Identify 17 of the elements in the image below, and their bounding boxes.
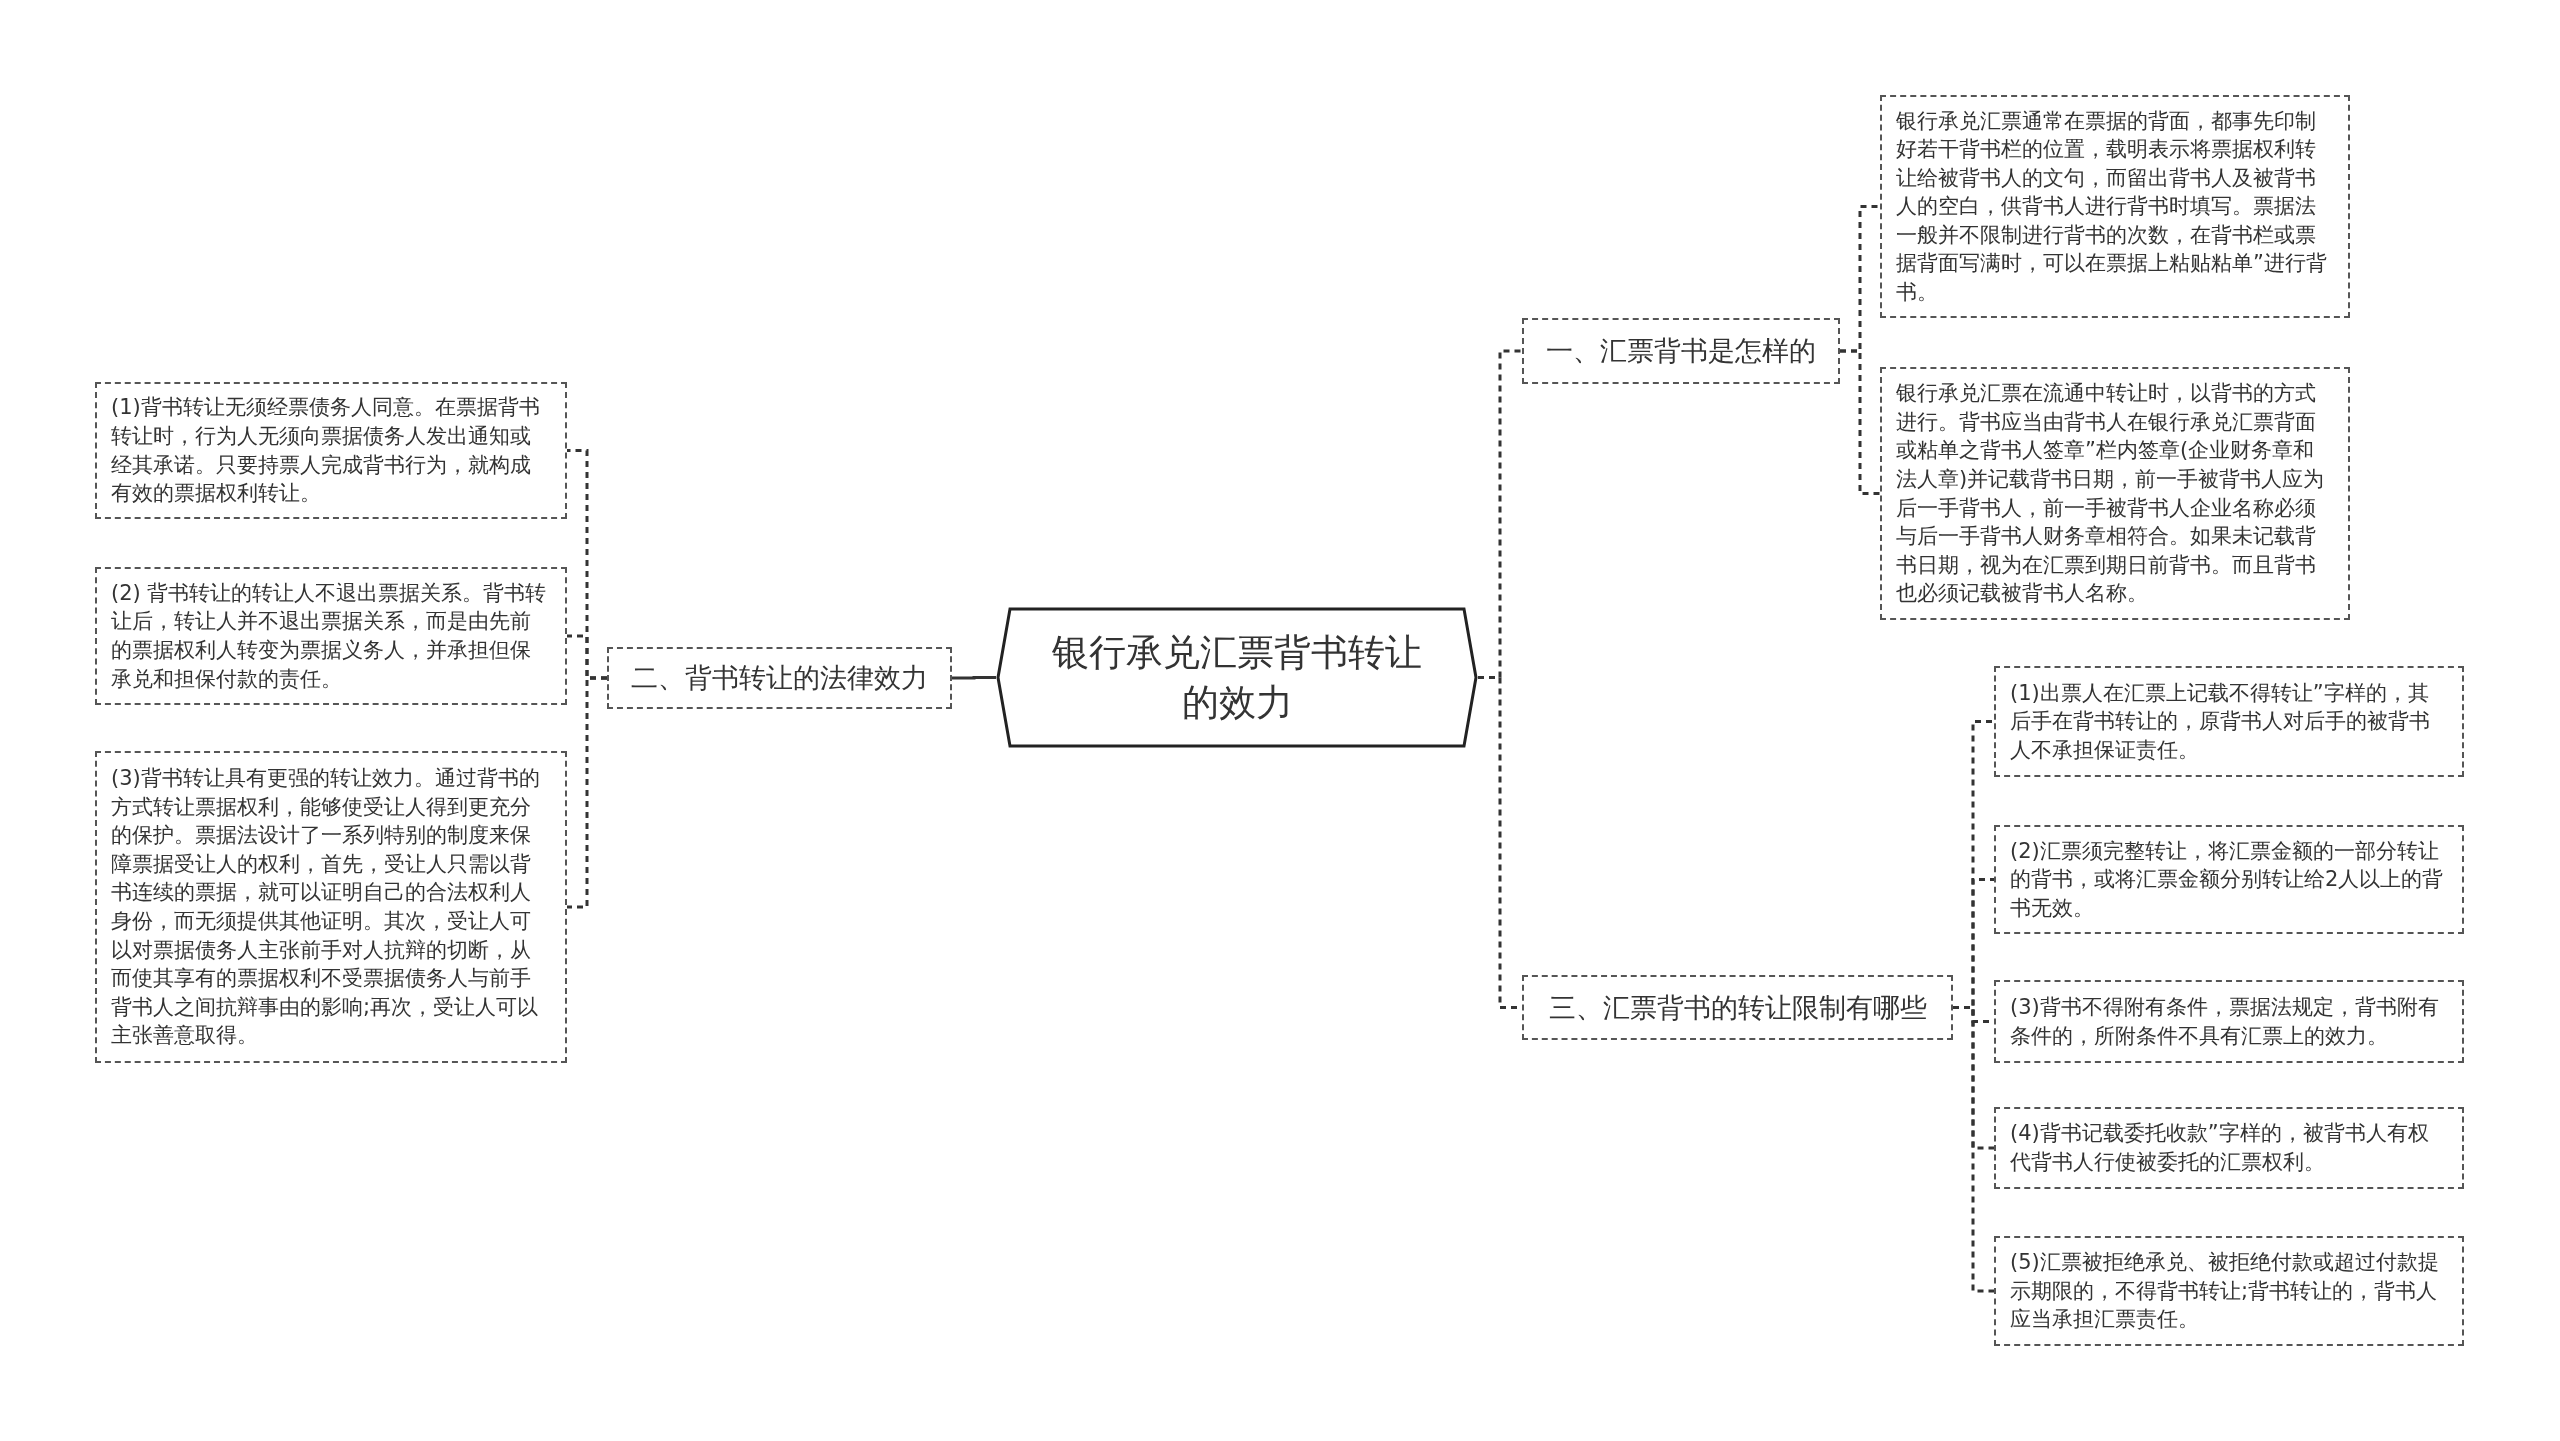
connector-line xyxy=(1840,349,1880,495)
branch-topic-box: 二、背书转让的法律效力 xyxy=(607,647,952,709)
connector-line xyxy=(952,676,996,680)
connector-line xyxy=(567,676,607,909)
detail-text-box: (1)背书转让无须经票债务人同意。在票据背书转让时，行为人无须向票据债务人发出通知或经其承诺。只要持票人完成背书行为，就构成有效的票据权利转让。 xyxy=(95,382,567,519)
detail-text-box: (2) 背书转让的转让人不退出票据关系。背书转让后，转让人并不退出票据关系，而是由先前的票据权利人转变为票据义务人，并承担但保承兑和担保付款的责任。 xyxy=(95,567,567,705)
detail-text-box: 银行承兑汇票通常在票据的背面，都事先印制好若干背书栏的位置，载明表示将票据权利转让给被背书人的文句，而留出背书人及被背书人的空白，供背书人进行背书时填写。票据法一般并不限制进行背书的次数，在背书栏或票据背面写满时，可以在票据上粘贴粘单”进行背书。 xyxy=(1880,95,2350,318)
detail-text-box: 银行承兑汇票在流通中转让时，以背书的方式进行。背书应当由背书人在银行承兑汇票背面或粘单之背书人签章”栏内签章(企业财务章和法人章)并记载背书日期，前一手被背书人应为后一手背书人，前一手被背书人企业名称必须与后一手背书人财务章相符合。如果未记载背书日期，视为在汇票到期日前背书。而且背书也必须记载被背书人名称。 xyxy=(1880,367,2350,620)
branch-topic-box: 三、汇票背书的转让限制有哪些 xyxy=(1522,975,1953,1040)
detail-text-box: (1)出票人在汇票上记载不得转让”字样的，其后手在背书转让的，原背书人对后手的被背书人不承担保证责任。 xyxy=(1994,666,2464,777)
connector-line xyxy=(1953,1006,1994,1293)
detail-text-box: (5)汇票被拒绝承兑、被拒绝付款或超过付款提示期限的，不得背书转让;背书转让的，背书人应当承担汇票责任。 xyxy=(1994,1236,2464,1346)
detail-text-box: (2)汇票须完整转让，将汇票金额的一部分转让的背书，或将汇票金额分别转让给2人以上的背书无效。 xyxy=(1994,825,2464,934)
detail-text-box: (4)背书记载委托收款”字样的，被背书人有权代背书人行使被委托的汇票权利。 xyxy=(1994,1107,2464,1189)
detail-text-box: (3)背书转让具有更强的转让效力。通过背书的方式转让票据权利，能够使受让人得到更充分的保护。票据法设计了一系列特别的制度来保障票据受让人的权利，首先，受让人只需以背书连续的票据，就可以证明自己的合法权利人身份，而无须提供其他证明。其次，受让人可以对票据债务人主张前手对人抗辩的切断，从而使其享有的票据权利不受票据债务人与前手背书人之间抗辩事由的影响;再次，受让人可以主张善意取得。 xyxy=(95,751,567,1063)
detail-text-box: (3)背书不得附有条件，票据法规定，背书附有条件的，所附条件不具有汇票上的效力。 xyxy=(1994,980,2464,1063)
branch-topic-box: 一、汇票背书是怎样的 xyxy=(1522,318,1840,384)
